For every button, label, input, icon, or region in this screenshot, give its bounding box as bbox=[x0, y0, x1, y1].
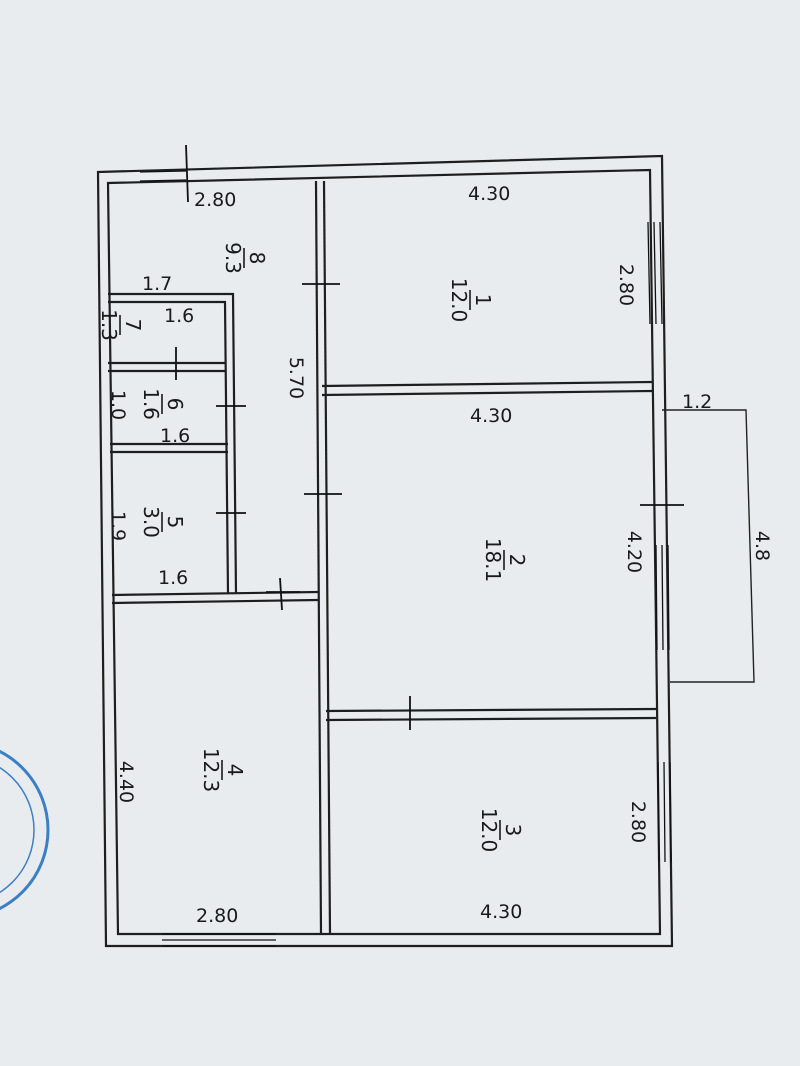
room-3-number: 3 bbox=[501, 824, 525, 837]
dim-r5-width: 1.6 bbox=[158, 567, 188, 589]
room-5-number: 5 bbox=[163, 516, 187, 529]
room-1-area: 12.0 bbox=[447, 278, 471, 323]
dim-r5-side: 1.9 bbox=[107, 511, 129, 541]
dim-r4-side: 4.40 bbox=[115, 761, 137, 803]
room-8-area: 9.3 bbox=[221, 242, 245, 274]
room-2-number: 2 bbox=[505, 554, 529, 567]
outer-walls bbox=[96, 154, 674, 948]
room-7-area: 1.3 bbox=[97, 309, 121, 341]
windows bbox=[139, 170, 672, 947]
room-8-number: 8 bbox=[245, 252, 269, 265]
dim-r7-top: 1.7 bbox=[142, 273, 172, 295]
dim-r7-width: 1.6 bbox=[164, 305, 194, 327]
dim-r1-top: 4.30 bbox=[468, 183, 510, 205]
room-7-label: 7 1.3 bbox=[97, 309, 145, 341]
door-marks bbox=[175, 144, 684, 730]
stamp-seal bbox=[0, 749, 50, 911]
dim-r6-side: 1.0 bbox=[107, 390, 129, 420]
window-room2 bbox=[655, 544, 670, 651]
dim-r3-bottom: 4.30 bbox=[480, 901, 522, 923]
room-5-area: 3.0 bbox=[139, 506, 163, 538]
room-labels: 1 12.0 2 18.1 3 12.0 4 12.3 5 3.0 6 1.6 bbox=[97, 242, 529, 852]
room-1-label: 1 12.0 bbox=[447, 278, 495, 323]
dim-r4-bottom: 2.80 bbox=[196, 905, 238, 927]
dim-r6-width: 1.6 bbox=[160, 425, 190, 447]
room-3-area: 12.0 bbox=[477, 808, 501, 853]
room-6-number: 6 bbox=[163, 398, 187, 411]
room-7-number: 7 bbox=[121, 319, 145, 332]
room-2-area: 18.1 bbox=[481, 538, 505, 583]
room-6-label: 6 1.6 bbox=[139, 388, 187, 420]
porch-outline bbox=[662, 409, 755, 683]
dim-r2-top: 4.30 bbox=[470, 405, 512, 427]
dim-r8-width: 2.80 bbox=[194, 189, 236, 211]
window-room8 bbox=[139, 170, 187, 182]
room-4-label: 4 12.3 bbox=[199, 748, 247, 793]
room-4-area: 12.3 bbox=[199, 748, 223, 793]
dim-porch-width: 1.2 bbox=[682, 391, 712, 413]
room-5-label: 5 3.0 bbox=[139, 506, 187, 538]
window-room3 bbox=[657, 761, 672, 863]
room-2-label: 2 18.1 bbox=[481, 538, 529, 583]
room-8-label: 8 9.3 bbox=[221, 242, 269, 274]
room-1-number: 1 bbox=[471, 294, 495, 307]
dim-corridor-length: 5.70 bbox=[285, 357, 307, 399]
window-room4 bbox=[162, 933, 276, 947]
window-room1 bbox=[647, 221, 663, 325]
room-4-number: 4 bbox=[223, 764, 247, 777]
room-6-area: 1.6 bbox=[139, 388, 163, 420]
dim-r1-side: 2.80 bbox=[615, 264, 637, 306]
dim-porch-length: 4.8 bbox=[751, 531, 773, 561]
dimension-labels: 2.80 4.30 2.80 1.7 1.6 5.70 4.30 4.20 1.… bbox=[107, 183, 773, 927]
dim-r2-side: 4.20 bbox=[623, 531, 645, 573]
room-3-label: 3 12.0 bbox=[477, 808, 525, 853]
dim-r3-side: 2.80 bbox=[627, 801, 649, 843]
